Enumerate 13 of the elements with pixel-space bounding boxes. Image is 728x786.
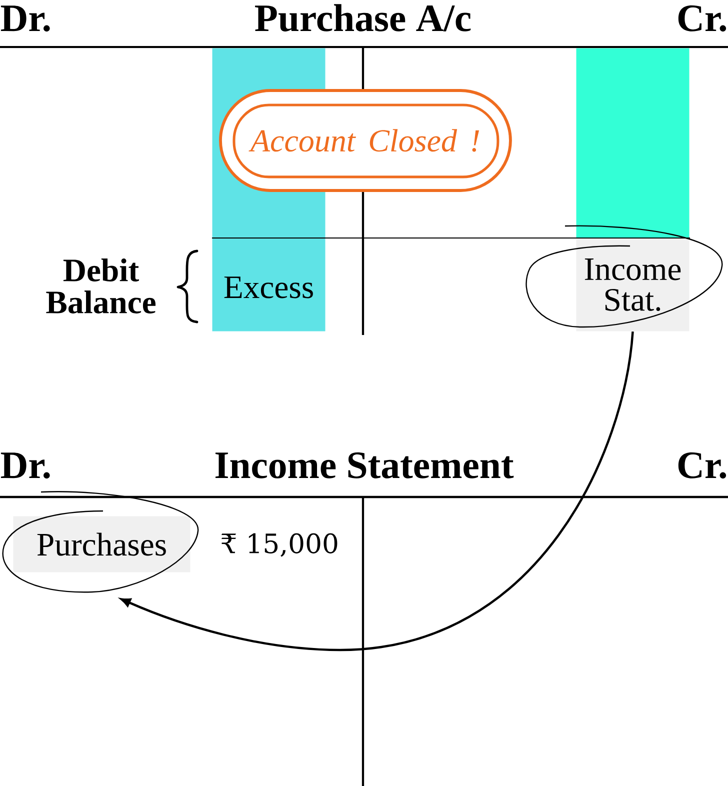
side-label: Dr. (0, 6, 50, 32)
stamp: Account Closed ! (219, 89, 512, 192)
account-title: Purchase A/c (255, 4, 471, 32)
side-label: Cr. (678, 452, 726, 479)
side-label: Cr. (678, 5, 726, 32)
amount: ₹ 15,000 (222, 533, 338, 557)
side-label: Dr. (0, 452, 50, 479)
highlight-bar (576, 48, 690, 238)
bracket-label: Debit Balance (46, 258, 156, 314)
account-title: Income Statement (216, 452, 514, 478)
entry-box: Income Stat. (576, 238, 690, 332)
arrow (120, 331, 634, 652)
entry-box: Purchases (13, 516, 190, 572)
